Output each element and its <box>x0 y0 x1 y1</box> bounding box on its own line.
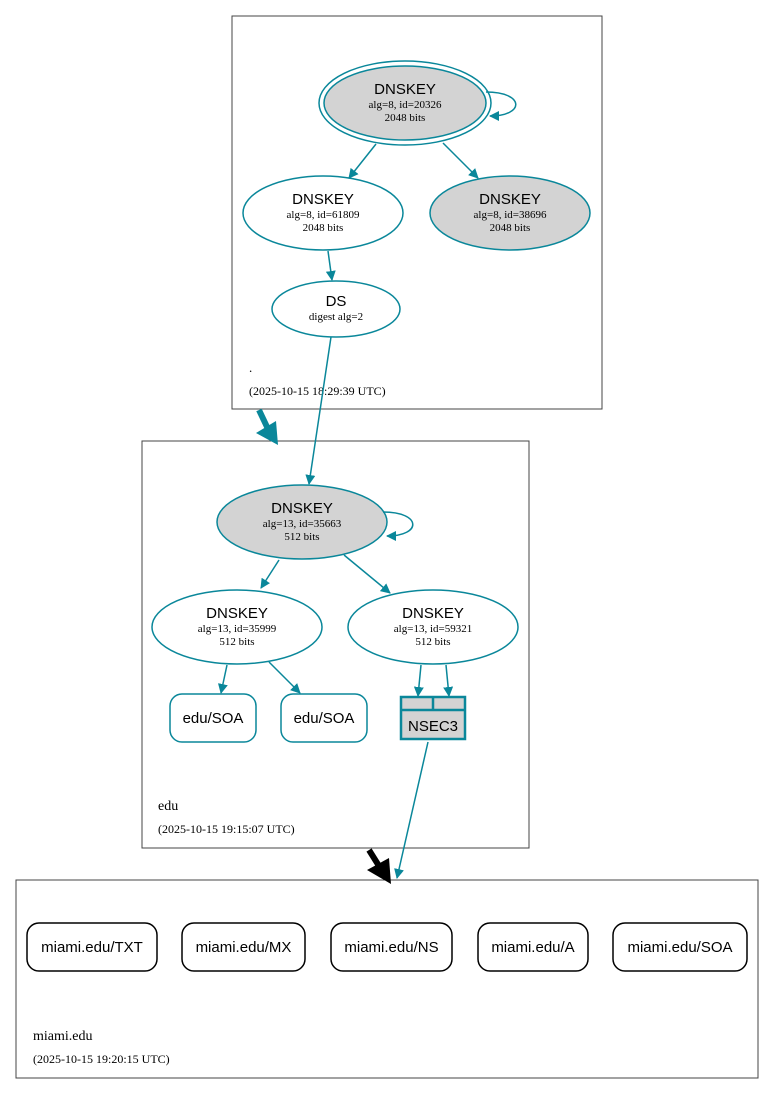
record-node-a[interactable]: miami.edu/A <box>477 922 589 972</box>
edu-nsec3-label: NSEC3 <box>408 718 458 735</box>
edge-root-ksk-to-zsk1 <box>348 143 377 179</box>
root-zsk1-detail: alg=8, id=61809 <box>287 209 360 221</box>
zone-root: . (2025-10-15 18:29:39 UTC) <box>231 15 603 410</box>
root-ksk-bits: 2048 bits <box>385 112 426 124</box>
delegation-root-to-edu <box>256 408 271 431</box>
root-ds-node[interactable]: DS digest alg=2 <box>271 280 401 338</box>
record-label-txt: miami.edu/TXT <box>41 939 143 956</box>
edu-soa-1-node[interactable]: edu/SOA <box>169 693 257 743</box>
zone-miami-box <box>15 879 759 1079</box>
root-zsk1-bits: 2048 bits <box>303 222 344 234</box>
edu-ksk-detail: alg=13, id=35663 <box>263 518 342 530</box>
edu-ksk-type: DNSKEY <box>271 500 333 517</box>
edu-zsk1-node[interactable]: DNSKEY alg=13, id=35999 512 bits <box>151 589 323 665</box>
zone-root-timestamp: (2025-10-15 18:29:39 UTC) <box>249 384 386 398</box>
zone-miami-timestamp: (2025-10-15 19:20:15 UTC) <box>33 1052 170 1066</box>
edu-zsk1-bits: 512 bits <box>219 636 254 648</box>
record-label-soa: miami.edu/SOA <box>627 939 732 956</box>
zone-miami: miami.edu (2025-10-15 19:20:15 UTC) <box>15 879 759 1079</box>
zone-miami-name: miami.edu <box>33 1029 93 1044</box>
zone-edu: edu (2025-10-15 19:15:07 UTC) <box>141 440 530 849</box>
edge-edu-zsk1-to-soa2 <box>268 661 301 694</box>
zone-edu-box <box>141 440 530 849</box>
edge-root-ksk-to-zsk2 <box>442 142 479 179</box>
root-zsk2-detail: alg=8, id=38696 <box>474 209 547 221</box>
edu-ksk-bits: 512 bits <box>284 531 319 543</box>
root-zsk2-node[interactable]: DNSKEY alg=8, id=38696 2048 bits <box>429 175 591 251</box>
root-ksk-node[interactable]: DNSKEY alg=8, id=20326 2048 bits <box>318 60 492 146</box>
edu-zsk1-type: DNSKEY <box>206 605 268 622</box>
edge-root-ds-to-edu-ksk <box>305 336 332 485</box>
root-ksk-self-edge <box>485 91 517 121</box>
record-label-mx: miami.edu/MX <box>196 939 292 956</box>
record-node-ns[interactable]: miami.edu/NS <box>330 922 453 972</box>
root-zsk1-node[interactable]: DNSKEY alg=8, id=61809 2048 bits <box>242 175 404 251</box>
root-ds-type: DS <box>326 293 347 310</box>
root-zsk2-bits: 2048 bits <box>490 222 531 234</box>
record-node-soa[interactable]: miami.edu/SOA <box>612 922 748 972</box>
edge-edu-zsk2-to-nsec3-a <box>413 664 424 697</box>
delegation-edu-to-miami-arrowhead <box>367 858 391 884</box>
edge-root-zsk1-to-ds <box>325 250 336 281</box>
edu-soa-2-node[interactable]: edu/SOA <box>280 693 368 743</box>
zone-root-name: . <box>249 360 252 375</box>
edu-soa-2-label: edu/SOA <box>294 710 355 727</box>
edu-ksk-node[interactable]: DNSKEY alg=13, id=35663 512 bits <box>216 484 388 560</box>
edu-zsk2-type: DNSKEY <box>402 605 464 622</box>
edu-soa-1-label: edu/SOA <box>183 710 244 727</box>
edge-edu-ksk-to-zsk2 <box>343 554 391 594</box>
record-node-mx[interactable]: miami.edu/MX <box>181 922 306 972</box>
root-zsk2-type: DNSKEY <box>479 191 541 208</box>
edge-nsec3-to-miami-zone <box>394 741 429 879</box>
zone-edu-name: edu <box>158 799 178 814</box>
root-ds-detail: digest alg=2 <box>309 311 363 323</box>
delegation-root-to-edu-arrowhead <box>256 421 278 445</box>
edu-zsk2-bits: 512 bits <box>415 636 450 648</box>
edu-zsk2-node[interactable]: DNSKEY alg=13, id=59321 512 bits <box>347 589 519 665</box>
edge-edu-zsk1-to-soa1 <box>217 664 228 694</box>
edu-zsk1-detail: alg=13, id=35999 <box>198 623 277 635</box>
edu-zsk2-detail: alg=13, id=59321 <box>394 623 472 635</box>
edge-edu-ksk-to-zsk1 <box>260 559 280 589</box>
edge-edu-zsk2-to-nsec3-b <box>443 664 454 697</box>
zone-edu-timestamp: (2025-10-15 19:15:07 UTC) <box>158 822 295 836</box>
record-label-a: miami.edu/A <box>491 939 574 956</box>
root-zsk1-type: DNSKEY <box>292 191 354 208</box>
zone-root-box <box>231 15 603 410</box>
record-label-ns: miami.edu/NS <box>344 939 438 956</box>
root-ksk-detail: alg=8, id=20326 <box>369 99 442 111</box>
edu-ksk-self-edge <box>382 511 414 541</box>
record-node-txt[interactable]: miami.edu/TXT <box>26 922 158 972</box>
edu-nsec3-node[interactable]: NSEC3 <box>399 695 467 741</box>
root-ksk-type: DNSKEY <box>374 81 436 98</box>
delegation-edu-to-miami <box>366 848 382 868</box>
